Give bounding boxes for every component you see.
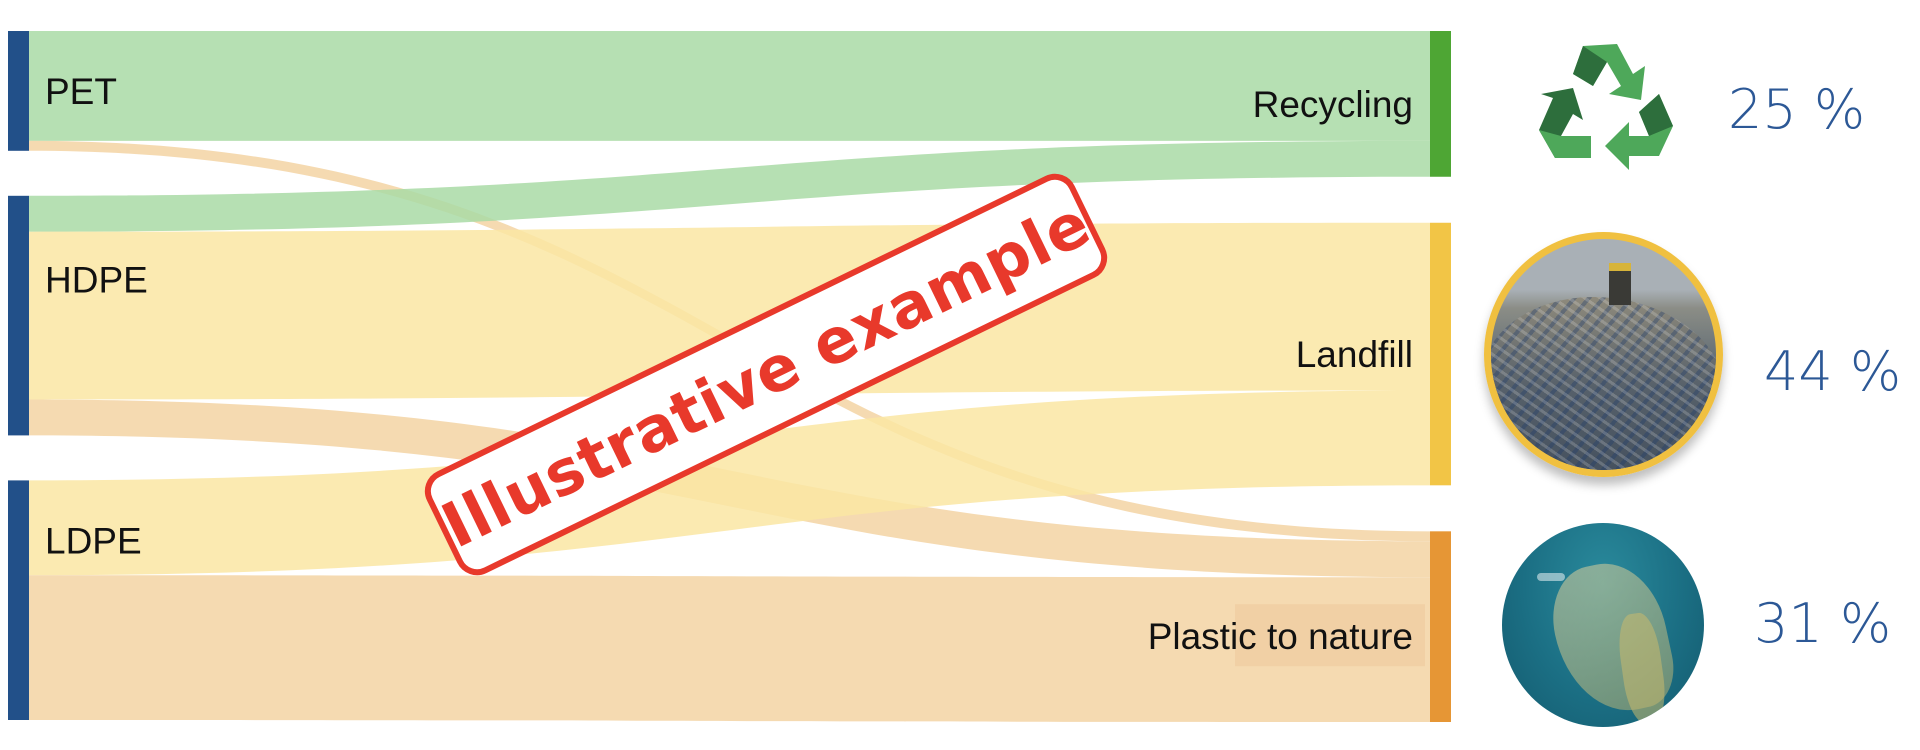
recycling-percent: 25 % [1728,78,1866,141]
label-highlight [1235,604,1425,667]
recycle-icon [1535,38,1675,186]
ocean-plastic-photo [1502,523,1704,727]
landfill-truck [1609,263,1631,305]
landfill-percent: 44 % [1764,340,1902,403]
light-glint [1537,573,1565,581]
label-recycling: Recycling [1253,84,1413,125]
label-pet: PET [45,71,117,112]
landfill-photo [1484,232,1723,477]
link-hdpe-to-recycling [29,140,1430,232]
sankey-nodes [8,31,1451,722]
label-plastic-to-nature: Plastic to nature [1148,616,1413,657]
landfill-mound [1491,297,1716,470]
nature-percent: 31 % [1754,592,1892,655]
node-recycling [1430,31,1451,177]
node-ldpe [8,480,29,720]
label-hdpe: HDPE [45,260,148,301]
link-ldpe-to-landfill [29,390,1430,576]
link-pet-to-recycling [29,31,1430,141]
label-ldpe: LDPE [45,520,142,561]
node-plastic-to-nature [1430,531,1451,722]
label-landfill: Landfill [1296,334,1413,375]
node-hdpe [8,195,29,436]
node-pet [8,31,29,151]
node-landfill [1430,222,1451,486]
link-ldpe-to-plastic-to-nature [29,575,1430,722]
